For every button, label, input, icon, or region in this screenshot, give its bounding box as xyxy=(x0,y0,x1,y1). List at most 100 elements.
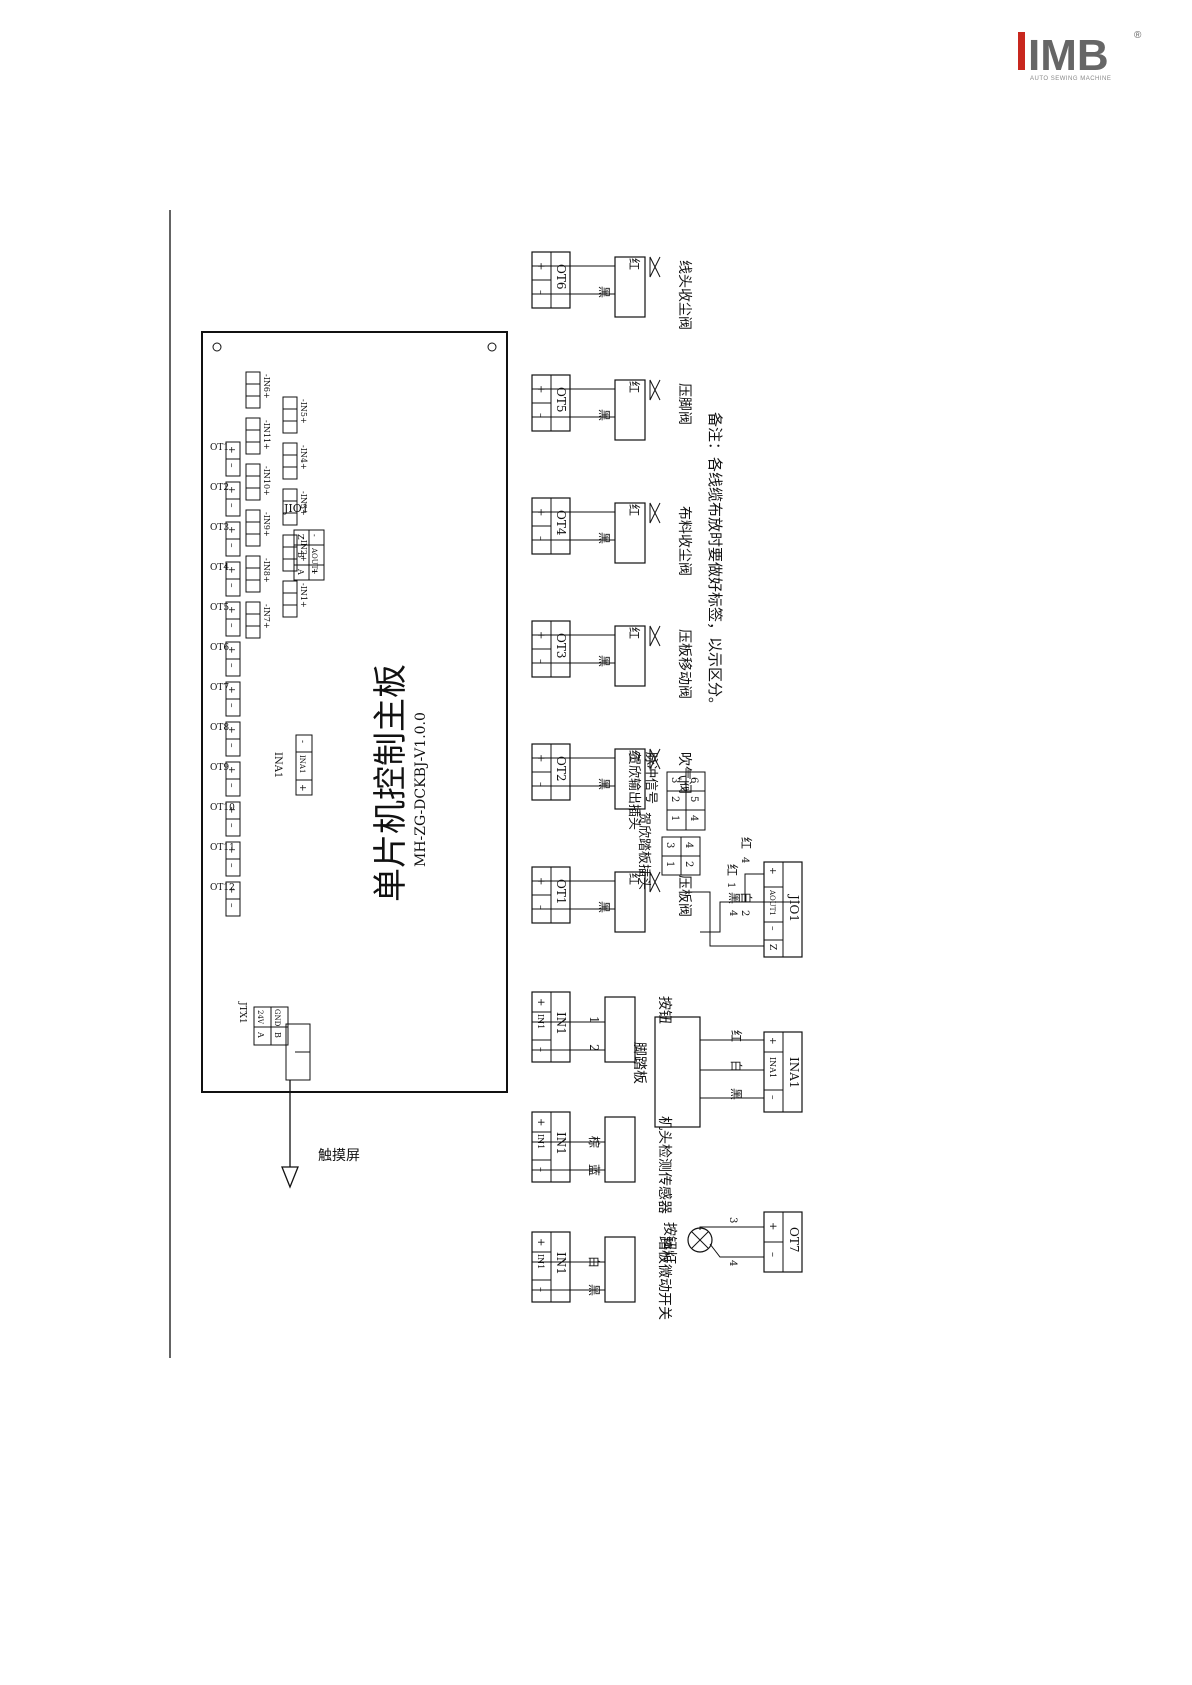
valve-symbol xyxy=(649,625,661,647)
ot-plus-label: + xyxy=(226,766,236,774)
ot-minus-label: – xyxy=(226,743,236,748)
input-row-bottom: -IN5+-IN4+-IN3+-IN2+-IN1+ xyxy=(282,396,308,618)
in-label: -IN4+ xyxy=(299,445,308,470)
valve-black-label: 黑 xyxy=(597,655,611,667)
input-wire-label: 棕 xyxy=(587,1136,602,1148)
input-plus-label: + xyxy=(535,998,546,1006)
input-wire-label: 黑 xyxy=(587,1284,601,1296)
valve-symbol xyxy=(649,379,661,401)
valve-name: 吹气阀 xyxy=(676,752,692,794)
valve-red-label: 红 xyxy=(627,258,642,270)
in-terminal xyxy=(245,555,261,593)
ot-label: OT1 xyxy=(210,443,229,453)
svg-text:Z: Z xyxy=(767,944,777,950)
input-devices-column: IN1+IN1–12按钮IN1+IN1–棕蓝机头检测传感器IN1+IN1–白黑踏… xyxy=(531,991,673,1320)
valve-body xyxy=(614,748,646,810)
ot-label: OT3 xyxy=(210,523,229,533)
valve-symbol xyxy=(649,256,661,278)
valve-name: 布料收尘阀 xyxy=(676,506,692,576)
svg-text:白: 白 xyxy=(729,1060,744,1072)
ot-label: OT6 xyxy=(210,643,229,653)
svg-text:1: 1 xyxy=(664,861,675,867)
ot-minus-label: – xyxy=(226,503,236,508)
svg-text:®: ® xyxy=(1134,30,1142,41)
ot-label: OT11 xyxy=(210,843,235,853)
svg-text:贺欣踏板插头: 贺欣踏板插头 xyxy=(636,812,651,890)
svg-text:+: + xyxy=(297,784,307,792)
svg-text:GND: GND xyxy=(273,1009,281,1027)
in-terminal xyxy=(282,442,298,480)
svg-text:+: + xyxy=(767,867,777,875)
valve-symbol xyxy=(649,502,661,524)
svg-text:4: 4 xyxy=(683,842,694,848)
svg-text:4: 4 xyxy=(727,1260,738,1266)
valve-red-label: 红 xyxy=(627,381,642,393)
svg-text:+: + xyxy=(767,1037,777,1045)
ot-plus-label: + xyxy=(226,806,236,814)
jio1-detail: JIO1 + AOUT1 – Z 红 1 白 2 黑 4 红 4 4 3 2 1… xyxy=(626,752,803,958)
valve-connector-label: OT2 xyxy=(554,756,568,781)
in-label: -IN1+ xyxy=(299,583,308,608)
svg-text:5: 5 xyxy=(688,796,699,802)
valve-minus-label: – xyxy=(535,782,546,787)
svg-text:OT7: OT7 xyxy=(787,1227,801,1252)
input-wire-label: 蓝 xyxy=(587,1164,601,1176)
ot-plus-label: + xyxy=(226,726,236,734)
valve-connector-label: OT1 xyxy=(554,879,568,904)
input-device-body xyxy=(604,1236,636,1303)
ot-plus-label: + xyxy=(226,886,236,894)
svg-text:B: B xyxy=(296,552,305,558)
valve-connector-label: OT3 xyxy=(554,633,568,658)
svg-text:6: 6 xyxy=(688,777,699,783)
valve-red-label: 红 xyxy=(627,873,642,885)
ot-plus-label: + xyxy=(226,686,236,694)
input-device-name: 机头检测传感器 xyxy=(656,1116,673,1214)
valve-name: 线头收尘阀 xyxy=(676,260,692,330)
input-wire-label: 2 xyxy=(587,1044,601,1052)
in-label: -IN8+ xyxy=(262,558,271,583)
svg-text:24V: 24V xyxy=(256,1010,264,1025)
ot-label: OT2 xyxy=(210,483,229,493)
valve-connector-label: OT6 xyxy=(554,264,568,289)
ot-plus-label: + xyxy=(226,566,236,574)
ot-minus-label: – xyxy=(226,863,236,868)
ot-minus-label: – xyxy=(226,823,236,828)
valve-minus-label: – xyxy=(535,905,546,910)
svg-text:2: 2 xyxy=(669,796,680,802)
svg-text:INA1: INA1 xyxy=(787,1057,801,1089)
valve-column: OT6+–红黑线头收尘阀OT5+–红黑压脚阀OT4+–红黑布料收尘阀OT3+–红… xyxy=(531,251,692,933)
valve-symbol xyxy=(649,871,661,893)
valve-minus-label: – xyxy=(535,290,546,295)
svg-text:1: 1 xyxy=(669,815,680,821)
svg-text:–: – xyxy=(767,1252,778,1257)
pedal-connector: INA1 + INA1 – 红 白 黑 脚踏板 xyxy=(631,1016,803,1128)
valve-name: 压板阀 xyxy=(676,875,692,917)
ot-label: OT8 xyxy=(210,723,229,733)
input-plus-label: + xyxy=(535,1118,546,1126)
input-connector-label: IN1 xyxy=(554,1132,568,1155)
svg-text:3: 3 xyxy=(669,777,680,783)
in-label: -IN3+ xyxy=(299,491,308,516)
ot-plus-label: + xyxy=(226,526,236,534)
valve-minus-label: – xyxy=(535,413,546,418)
svg-text:IMB: IMB xyxy=(1028,31,1109,80)
valve-black-label: 黑 xyxy=(597,409,611,421)
svg-text:AUTO SEWING MACHINE: AUTO SEWING MACHINE xyxy=(1030,76,1111,82)
svg-text:–: – xyxy=(767,1095,777,1100)
in-terminal xyxy=(282,488,298,526)
ot-minus-label: – xyxy=(226,703,236,708)
valve-black-label: 黑 xyxy=(597,778,611,790)
svg-text:黑: 黑 xyxy=(727,892,741,904)
valve-body xyxy=(614,256,646,318)
ot-minus-label: – xyxy=(226,543,236,548)
valve-body xyxy=(614,502,646,564)
svg-text:2: 2 xyxy=(683,861,694,867)
ot-label: OT7 xyxy=(210,683,229,693)
svg-text:红: 红 xyxy=(725,864,740,876)
svg-text:-: - xyxy=(310,534,319,537)
touchscreen-cable: 触摸屏 xyxy=(281,1080,360,1189)
input-device-name: 踏板微动开关 xyxy=(656,1236,672,1320)
svg-text:2: 2 xyxy=(739,910,750,916)
svg-text:脚踏板: 脚踏板 xyxy=(631,1042,647,1084)
